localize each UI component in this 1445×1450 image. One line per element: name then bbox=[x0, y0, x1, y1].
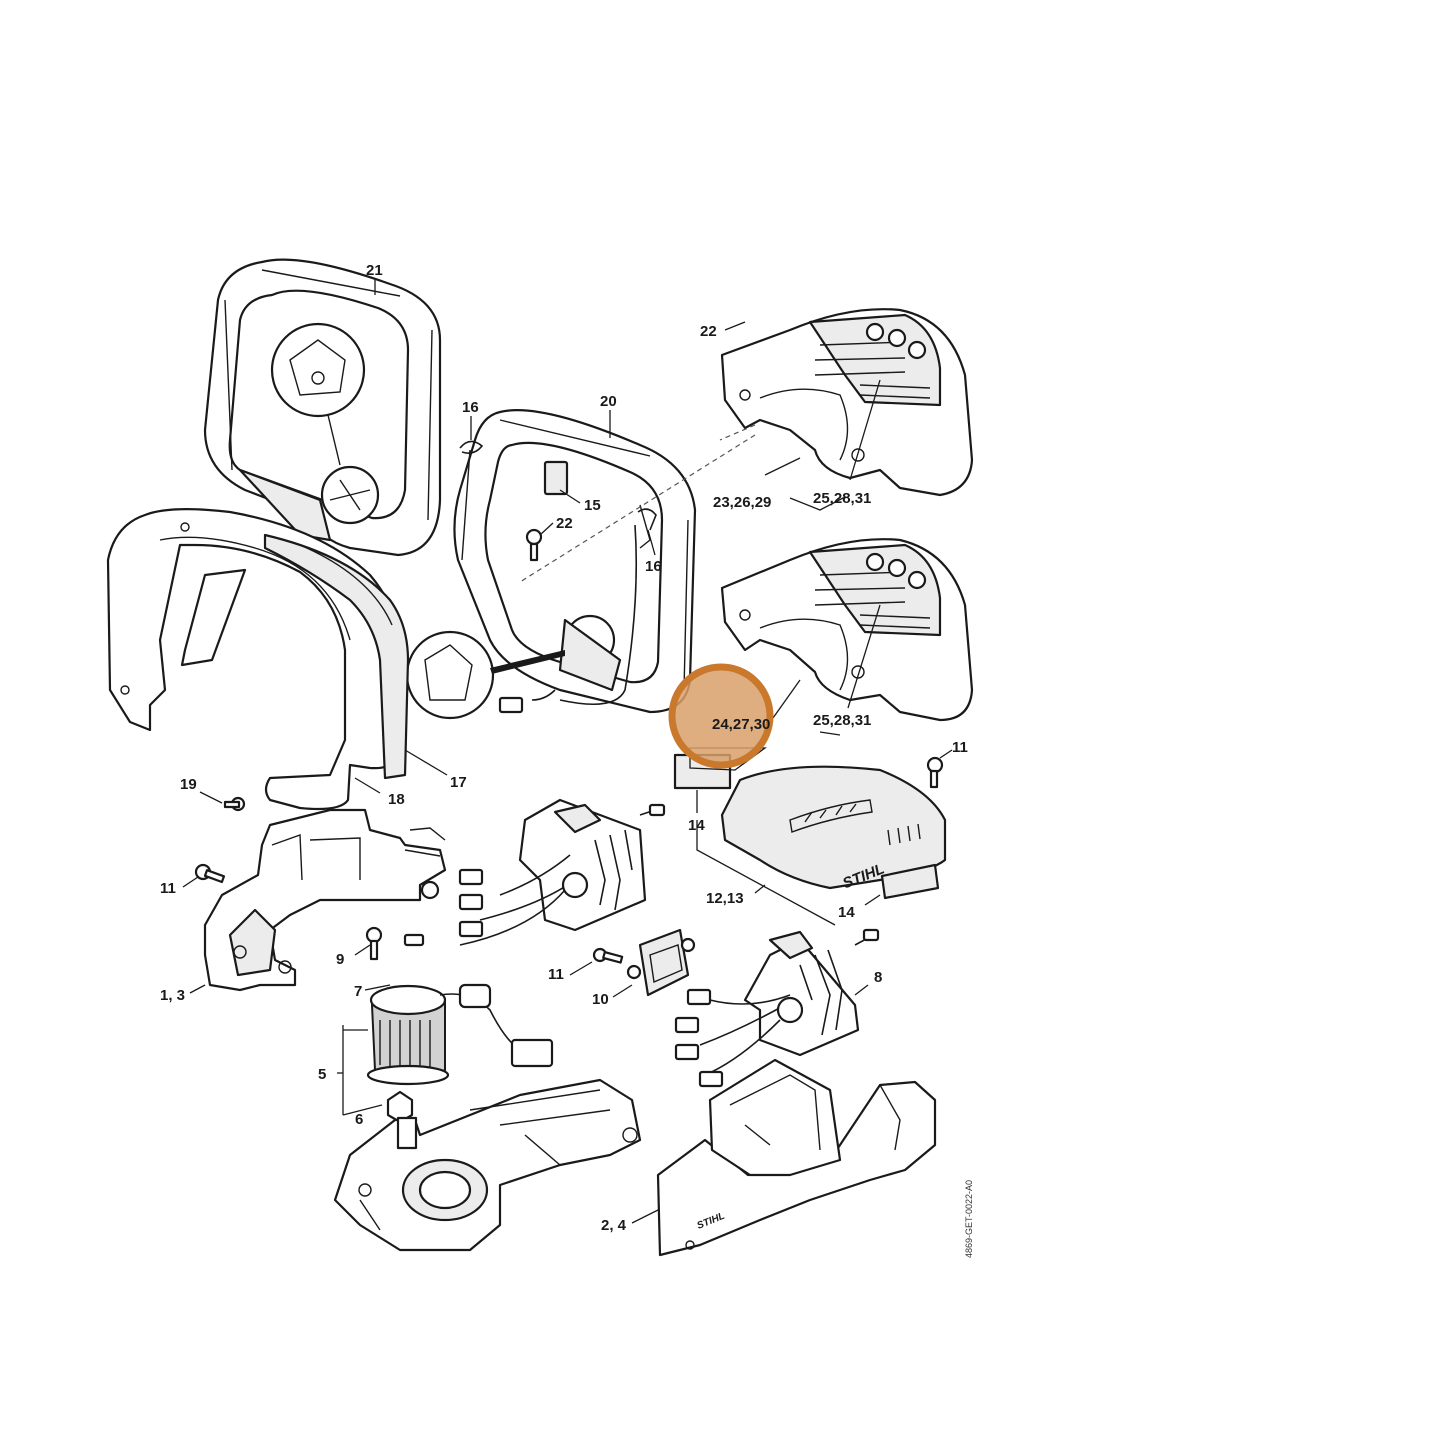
callout-10: 10 bbox=[592, 991, 609, 1008]
callout-7: 7 bbox=[354, 983, 362, 1000]
housing-half-1-3[interactable] bbox=[203, 808, 447, 992]
callout-24-27-30[interactable]: 24,27,30 bbox=[712, 716, 770, 733]
drawing-code: 4869-GET-0022-A0 bbox=[964, 1180, 974, 1258]
highlight-circle[interactable] bbox=[668, 663, 774, 769]
housing-half-2-4[interactable]: STIHL bbox=[656, 1058, 937, 1257]
callout-16-lower: 16 bbox=[645, 558, 662, 575]
callout-17: 17 bbox=[450, 774, 467, 791]
electronics-module-8[interactable] bbox=[674, 928, 880, 1088]
loop-handle-18[interactable] bbox=[106, 508, 407, 811]
clip-16-lower[interactable] bbox=[637, 508, 657, 531]
switch-10[interactable] bbox=[626, 928, 696, 997]
motor-5[interactable] bbox=[366, 983, 554, 1086]
callout-16-upper: 16 bbox=[462, 399, 479, 416]
callout-9: 9 bbox=[336, 951, 344, 968]
callout-6: 6 bbox=[355, 1111, 363, 1128]
leader-lines bbox=[182, 280, 953, 1224]
screw-11-top[interactable] bbox=[926, 756, 944, 789]
callout-15: 15 bbox=[584, 497, 601, 514]
decal-14-right[interactable] bbox=[880, 863, 940, 900]
electronics-module-7[interactable] bbox=[403, 798, 666, 947]
callout-1-3: 1, 3 bbox=[160, 987, 185, 1004]
callout-25-28-31-lower: 25,28,31 bbox=[813, 712, 871, 729]
callout-8: 8 bbox=[874, 969, 882, 986]
gear-housing[interactable] bbox=[333, 1078, 642, 1252]
callout-25-28-31-upper: 25,28,31 bbox=[813, 490, 871, 507]
callout-22-middle: 22 bbox=[556, 515, 573, 532]
clip-16-upper[interactable] bbox=[459, 440, 484, 454]
cover-plate-lower[interactable] bbox=[720, 538, 974, 722]
screw-11-middle[interactable] bbox=[592, 947, 624, 964]
callout-11-left: 11 bbox=[160, 880, 176, 897]
screw-11-left[interactable] bbox=[194, 863, 226, 884]
assembly-lines bbox=[519, 424, 756, 583]
screw-19[interactable] bbox=[223, 796, 246, 812]
callout-11-middle: 11 bbox=[548, 966, 564, 983]
callout-22-upper: 22 bbox=[700, 323, 717, 340]
front-handle-frame-20[interactable] bbox=[453, 409, 697, 714]
screw-9[interactable] bbox=[365, 926, 383, 961]
callout-14-right: 14 bbox=[838, 904, 855, 921]
callout-12-13: 12,13 bbox=[706, 890, 744, 907]
callout-11-top: 11 bbox=[952, 739, 968, 756]
callout-5: 5 bbox=[318, 1066, 326, 1083]
callout-23-26-29: 23,26,29 bbox=[713, 494, 771, 511]
callout-14-left: 14 bbox=[688, 817, 705, 834]
callout-18: 18 bbox=[388, 791, 405, 808]
callout-21: 21 bbox=[366, 262, 383, 279]
callout-20: 20 bbox=[600, 393, 617, 410]
callout-labels: 21 16 20 22 15 22 16 23,26,29 25,28,31 2… bbox=[160, 262, 968, 1234]
handle-rail-17[interactable] bbox=[263, 533, 410, 780]
highlight-marker bbox=[668, 663, 774, 771]
coupling-6[interactable] bbox=[386, 1090, 414, 1124]
callout-19: 19 bbox=[180, 776, 197, 793]
callout-2-4: 2, 4 bbox=[601, 1217, 627, 1234]
screw-22-middle[interactable] bbox=[525, 528, 543, 562]
rear-handle-frame-21[interactable] bbox=[203, 258, 442, 557]
cover-plate-upper[interactable] bbox=[720, 308, 974, 497]
